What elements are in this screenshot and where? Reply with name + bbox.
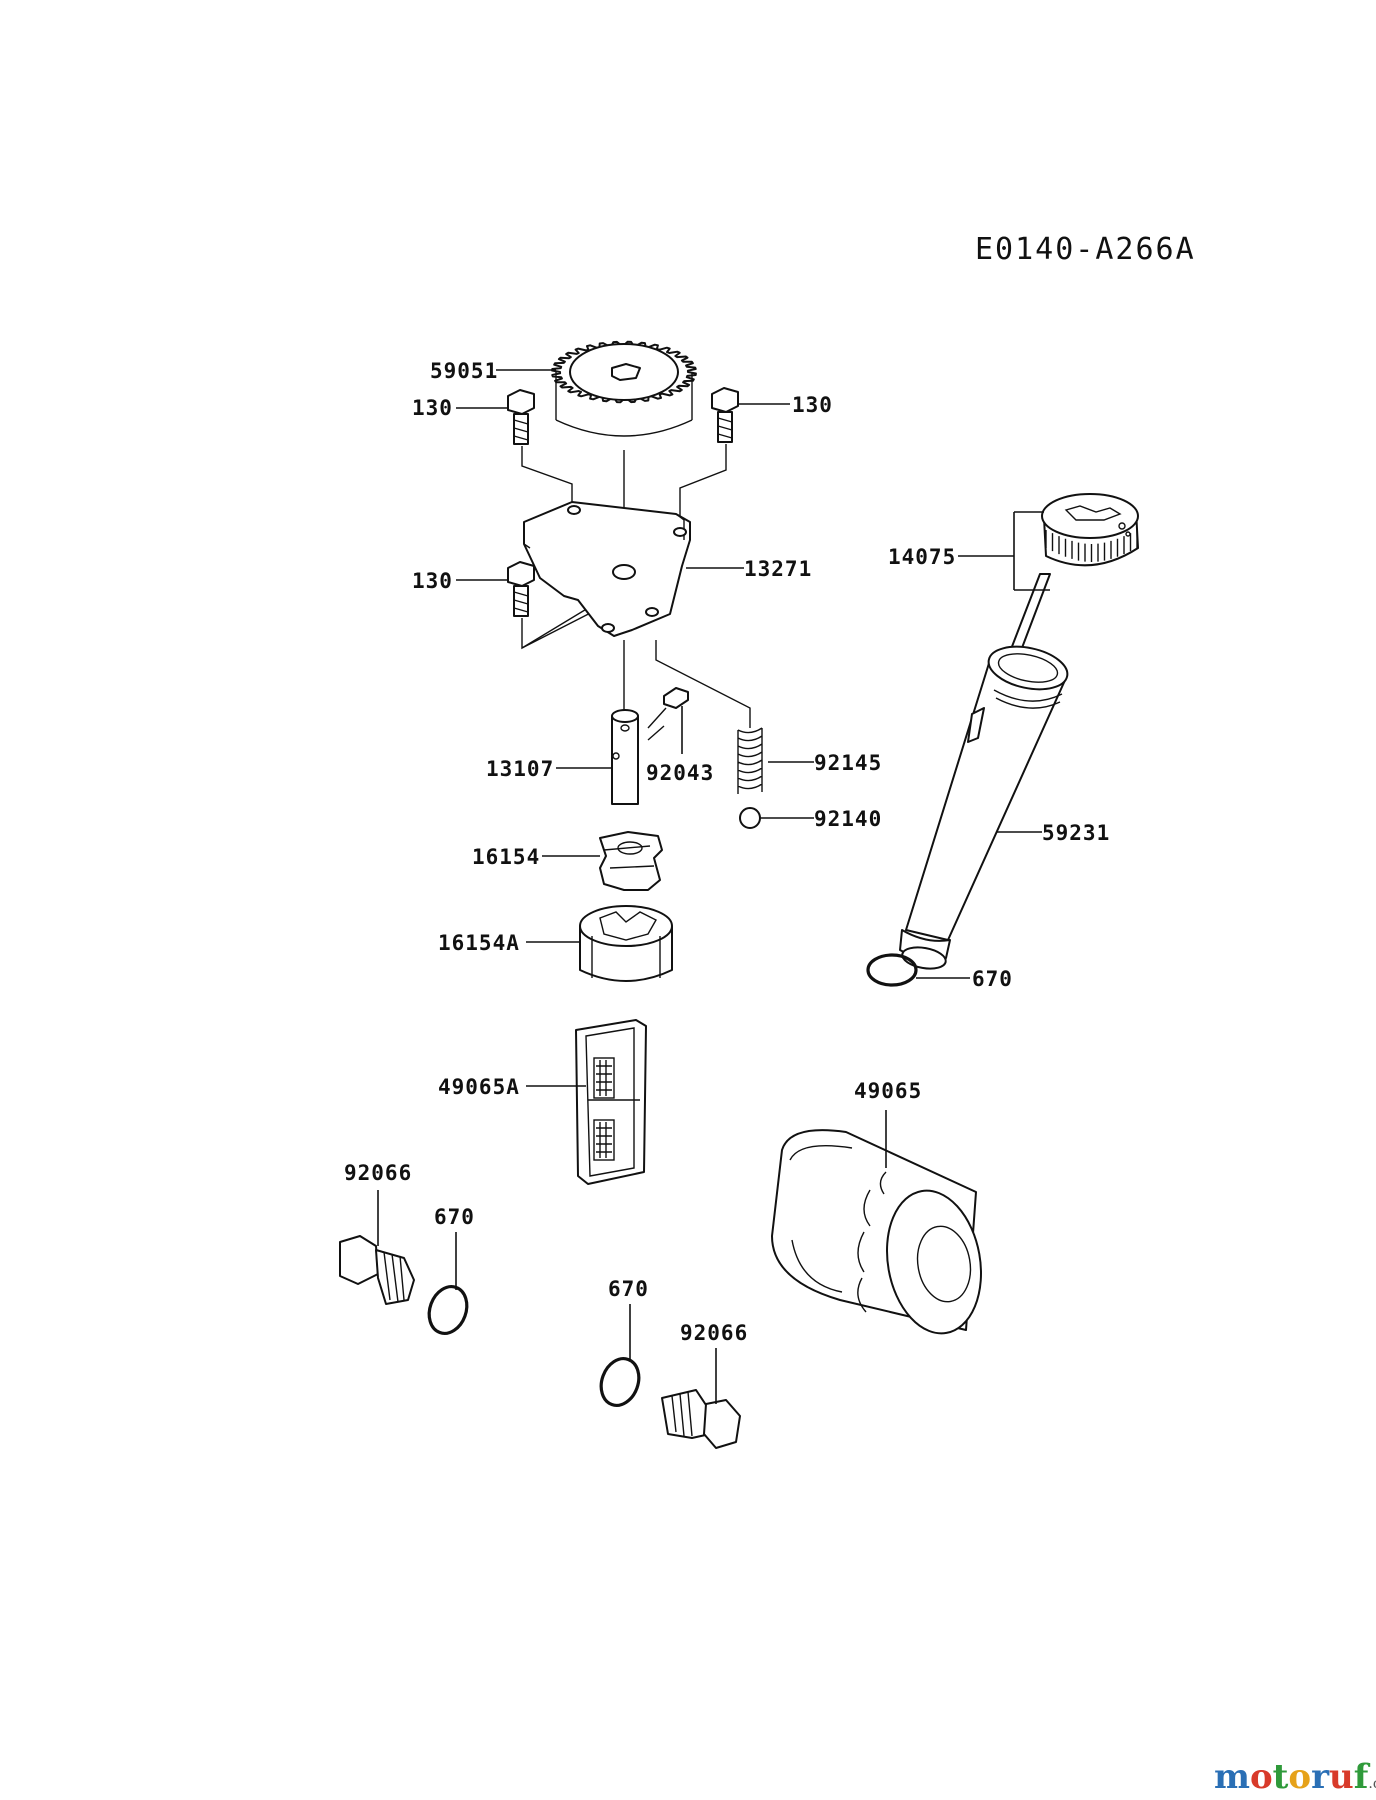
label-plug-center: 92066 xyxy=(680,1321,748,1345)
label-inner-rotor: 16154 xyxy=(472,845,540,869)
ball-92140 xyxy=(739,807,761,829)
label-ball: 92140 xyxy=(814,807,882,831)
label-bolt-left-mid: 130 xyxy=(412,569,453,593)
label-plug-left: 92066 xyxy=(344,1161,412,1185)
shaft-13107 xyxy=(611,709,639,805)
label-screen: 49065A xyxy=(438,1075,520,1099)
plate-13271 xyxy=(523,501,691,637)
bracket-dipstick xyxy=(1013,511,1050,591)
guide-spring xyxy=(655,640,751,728)
oring-left xyxy=(427,1285,469,1335)
guide-bolt-right-top xyxy=(679,444,727,528)
label-outer-rotor: 16154A xyxy=(438,931,520,955)
inner-rotor-16154 xyxy=(599,831,663,891)
tube-59231 xyxy=(899,645,1069,970)
bolt-left-top xyxy=(507,389,535,445)
gear-59051 xyxy=(551,340,697,437)
label-spring: 92145 xyxy=(814,751,882,775)
guide-bolt-left-top xyxy=(521,446,573,504)
label-plate: 13271 xyxy=(744,557,812,581)
oil-filter-49065 xyxy=(771,1129,982,1335)
spring-92145 xyxy=(737,727,763,794)
label-bolt-left-top: 130 xyxy=(412,396,453,420)
label-oring-left: 670 xyxy=(434,1205,475,1229)
screen-49065A xyxy=(575,1019,647,1185)
label-bolt-right-top: 130 xyxy=(792,393,833,417)
label-tube: 59231 xyxy=(1042,821,1110,845)
watermark-logo: motoruf.de xyxy=(1214,1757,1376,1797)
bolt-left-mid xyxy=(507,561,535,617)
drain-plug-center xyxy=(661,1389,741,1449)
label-oring-center: 670 xyxy=(608,1277,649,1301)
svg-text:motoruf.de: motoruf.de xyxy=(1214,1757,1376,1797)
label-oring-tube: 670 xyxy=(972,967,1013,991)
label-filter: 49065 xyxy=(854,1079,922,1103)
diagram-code: E0140-A266A xyxy=(975,232,1196,267)
drain-plug-left xyxy=(339,1235,415,1305)
label-gear: 59051 xyxy=(430,359,498,383)
oring-tube xyxy=(866,953,918,987)
label-shaft: 13107 xyxy=(486,757,554,781)
label-dipstick: 14075 xyxy=(888,545,956,569)
outer-rotor-16154A xyxy=(579,905,673,982)
bolt-right-top xyxy=(711,387,739,443)
label-pin: 92043 xyxy=(646,761,714,785)
pin-92043 xyxy=(663,687,689,709)
oring-center xyxy=(599,1357,641,1407)
